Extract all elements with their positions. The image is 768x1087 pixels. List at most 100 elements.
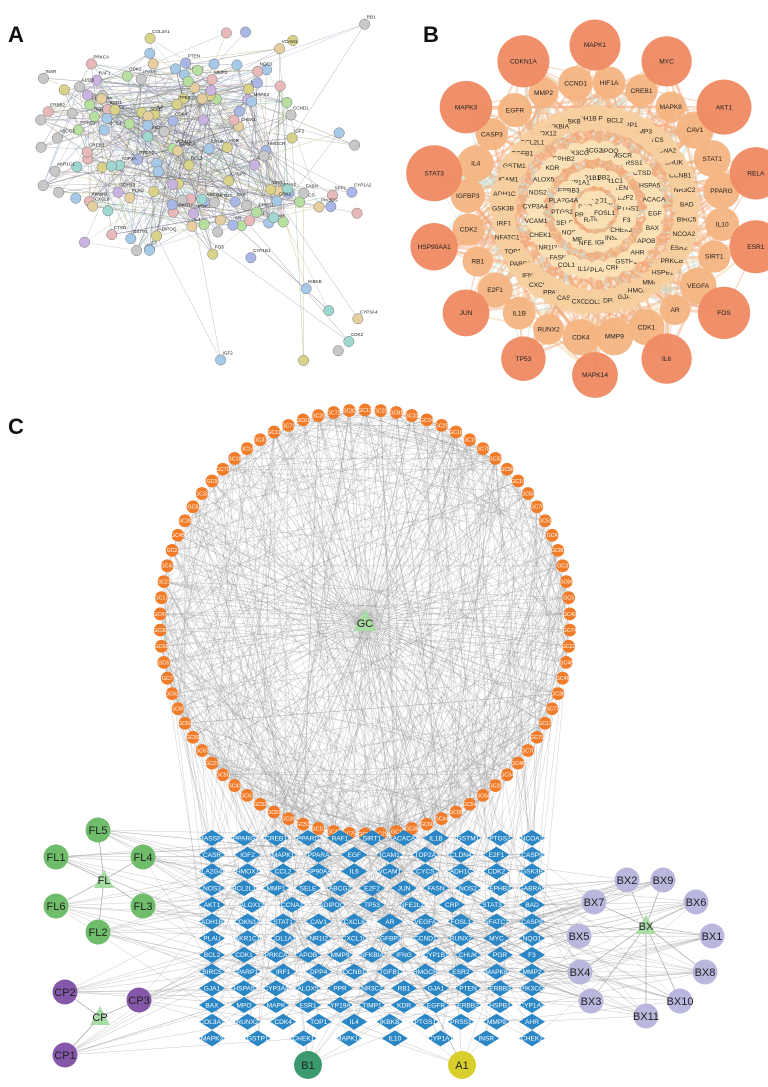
gc-node-label: GC53 bbox=[296, 822, 310, 828]
target-node-label: NR1I2 bbox=[309, 936, 328, 943]
gc-node-label: GC28 bbox=[489, 783, 503, 789]
degree-node-label: VCAM1 bbox=[525, 218, 548, 225]
ppi-node-label: IGF2 bbox=[223, 350, 234, 355]
gc-node-label: GC62 bbox=[165, 692, 179, 698]
ppi-node bbox=[74, 82, 84, 92]
target-node-label: PTEN bbox=[459, 986, 477, 993]
ppi-node bbox=[86, 59, 96, 69]
gc-node-label: GC15 bbox=[463, 438, 477, 444]
ppi-node bbox=[151, 231, 161, 241]
target-node-label: ALOX5 bbox=[297, 986, 319, 993]
degree-node-label: CASP3 bbox=[481, 131, 503, 138]
gc-node-label: GC30 bbox=[153, 628, 167, 634]
ppi-node bbox=[269, 213, 279, 223]
compound-node-label: BX5 bbox=[569, 931, 590, 943]
degree-node-label: MAPK8 bbox=[660, 104, 683, 111]
degree-node-label: STAT1 bbox=[702, 156, 722, 163]
target-node-label: AHR bbox=[525, 1019, 539, 1026]
ppi-node bbox=[198, 115, 208, 125]
ppi-node-label: RAF1 bbox=[99, 71, 111, 76]
ppi-node bbox=[206, 85, 216, 95]
ppi-node-label: RB1 bbox=[367, 15, 376, 20]
target-node-label: PPARD bbox=[297, 835, 319, 842]
gc-node-label: GC51 bbox=[538, 519, 552, 525]
target-node-label: MAPK bbox=[267, 1002, 286, 1009]
ppi-node-label: MMP2 bbox=[214, 70, 228, 75]
degree-node-label: CCND1 bbox=[564, 81, 587, 88]
target-node-label: APOB bbox=[299, 952, 318, 959]
degree-node-label: ALOX5 bbox=[533, 176, 555, 183]
target-node-label: BIRC5 bbox=[202, 969, 222, 976]
ppi-node-label: FASN bbox=[306, 184, 318, 189]
gc-node-label: GC50 bbox=[216, 773, 230, 779]
degree-node-label: RB1 bbox=[471, 259, 484, 266]
compound-node-label: FL1 bbox=[47, 852, 66, 864]
ppi-node bbox=[149, 186, 159, 196]
target-node-label: IFNG bbox=[396, 952, 412, 959]
target-node-label: RB1 bbox=[398, 986, 411, 993]
ppi-node-label: CXCL8 bbox=[95, 197, 110, 202]
ppi-node-label: PLAU bbox=[132, 188, 144, 193]
ppi-node-label: PTEN bbox=[188, 53, 200, 58]
ppi-node bbox=[36, 115, 46, 125]
gc-node-label: GC35 bbox=[178, 519, 192, 525]
degree-node-label: JUN bbox=[460, 310, 473, 317]
degree-node-label: BAD bbox=[680, 202, 694, 209]
target-node-label: CXCL10 bbox=[342, 936, 367, 943]
target-node-label: EGFR bbox=[427, 1002, 446, 1009]
ppi-node-label: BCL2 bbox=[191, 156, 203, 161]
ppi-node bbox=[36, 142, 46, 152]
gc-node-label: GC66 bbox=[559, 580, 573, 586]
ppi-node bbox=[187, 221, 197, 231]
ppi-node-label: TOP2A bbox=[122, 156, 138, 161]
ppi-node bbox=[173, 146, 183, 156]
ppi-node bbox=[197, 194, 207, 204]
gc-node-label: GC78 bbox=[476, 446, 490, 452]
target-node-label: VEGFA bbox=[414, 919, 437, 926]
degree-node-label: MYC bbox=[659, 59, 674, 66]
gc-node-label: GC54 bbox=[463, 802, 477, 808]
gc-node-label: GC60 bbox=[420, 822, 434, 828]
ppi-node-label: GSTP1 bbox=[133, 229, 149, 234]
ppi-node-label: CTSD bbox=[114, 225, 127, 230]
ppi-node bbox=[131, 245, 141, 255]
target-node-label: STAT3 bbox=[482, 902, 502, 909]
gc-node-label: GC69 bbox=[178, 721, 192, 727]
gc-node-label: GC81 bbox=[389, 410, 403, 416]
degree-node-label: FOSL1 bbox=[594, 210, 615, 217]
target-node-label: MAPK8 bbox=[485, 969, 508, 976]
panel-label-c: C bbox=[8, 414, 24, 439]
ppi-node bbox=[359, 19, 369, 29]
ppi-node bbox=[282, 97, 292, 107]
ppi-node-label: CYP1B1 bbox=[253, 248, 271, 253]
target-node-label: IL1B bbox=[429, 835, 443, 842]
ppi-node bbox=[192, 65, 202, 75]
ppi-node bbox=[246, 96, 256, 106]
degree-node-label: RELA bbox=[747, 170, 765, 177]
ppi-node bbox=[243, 84, 253, 94]
gc-node-label: GC55 bbox=[449, 810, 463, 816]
ppi-node-label: SPP1 bbox=[334, 186, 346, 191]
gc-node-label: GC3 bbox=[557, 564, 568, 570]
degree-node-label: IGFBP3 bbox=[456, 193, 480, 200]
gc-node-label: GC38 bbox=[405, 826, 419, 832]
ppi-node bbox=[252, 66, 262, 76]
target-node-label: ERBB3 bbox=[489, 986, 511, 993]
compound-node-label: BX6 bbox=[686, 897, 707, 909]
ppi-node bbox=[125, 192, 135, 202]
ppi-node-label: COL3A1 bbox=[152, 29, 170, 34]
gc-node-label: GC21 bbox=[157, 580, 171, 586]
compound-node-label: BX4 bbox=[570, 967, 591, 979]
ppi-node-label: NR3C2 bbox=[196, 204, 212, 209]
gc-node-label: GC4 bbox=[547, 533, 558, 539]
gc-node-label: GC5 bbox=[563, 596, 574, 602]
target-node-label: BAD bbox=[525, 902, 539, 909]
gc-node-label: GC6 bbox=[158, 660, 169, 666]
ppi-node bbox=[172, 99, 182, 109]
compound-node-label: CP1 bbox=[54, 1050, 75, 1062]
gc-node-label: GC77 bbox=[545, 707, 559, 713]
target-node-label: CDK4 bbox=[274, 1019, 292, 1026]
target-node-label: EGF bbox=[347, 852, 361, 859]
ppi-node-label: FOS bbox=[215, 245, 224, 250]
degree-node-label: AKT1 bbox=[716, 104, 733, 111]
